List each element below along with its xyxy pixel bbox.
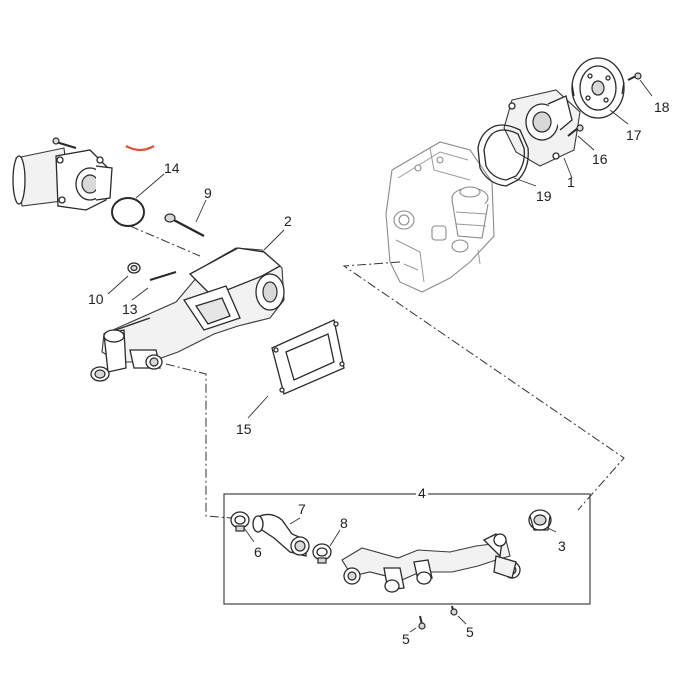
route-line-thermostat bbox=[129, 225, 201, 257]
housing-bolt bbox=[164, 213, 205, 238]
callout-4: 4 bbox=[416, 485, 428, 501]
leader-13 bbox=[131, 287, 149, 301]
hose-connector-3 bbox=[528, 509, 552, 531]
route-line-engine-to-kit bbox=[342, 261, 625, 511]
callout-13: 13 bbox=[122, 301, 138, 317]
callout-8: 8 bbox=[340, 515, 348, 531]
fastener-5-right bbox=[450, 605, 458, 616]
water-pump bbox=[503, 89, 581, 167]
leader-19 bbox=[513, 177, 537, 187]
leader-1 bbox=[563, 157, 573, 179]
callout-2: 2 bbox=[284, 213, 292, 229]
accent-arc-mark bbox=[125, 145, 155, 152]
leader-5a bbox=[409, 627, 417, 633]
hose-clamp-8 bbox=[312, 543, 332, 564]
leader-15 bbox=[247, 395, 269, 419]
coolant-outlet-housing bbox=[101, 247, 285, 363]
pulley-bolt bbox=[627, 72, 642, 81]
water-pump-gasket bbox=[477, 124, 529, 187]
callout-6: 6 bbox=[254, 544, 262, 560]
thermostat-seal bbox=[111, 197, 145, 227]
route-line-housing-to-kit bbox=[165, 363, 233, 519]
engine-block bbox=[385, 141, 495, 293]
callout-5-right: 5 bbox=[466, 624, 474, 640]
leader-16 bbox=[577, 135, 595, 151]
leader-14 bbox=[135, 173, 165, 199]
callout-1: 1 bbox=[567, 174, 575, 190]
hose-kit-frame bbox=[223, 493, 591, 605]
outlet-pipe-left bbox=[90, 329, 127, 382]
leader-7 bbox=[289, 517, 301, 525]
callout-17: 17 bbox=[626, 127, 642, 143]
pump-bolt bbox=[567, 124, 584, 137]
callout-10: 10 bbox=[88, 291, 104, 307]
leader-10 bbox=[107, 275, 129, 295]
callout-9: 9 bbox=[204, 185, 212, 201]
callout-14: 14 bbox=[164, 160, 180, 176]
outlet-pipe-right bbox=[129, 349, 163, 370]
callout-16: 16 bbox=[592, 151, 608, 167]
hose-7 bbox=[252, 513, 310, 557]
coolant-pipe-assembly bbox=[341, 533, 521, 593]
callout-7: 7 bbox=[298, 501, 306, 517]
thermostat-housing bbox=[12, 147, 113, 211]
callout-15: 15 bbox=[236, 421, 252, 437]
pump-pulley bbox=[571, 57, 625, 119]
callout-18: 18 bbox=[654, 99, 670, 115]
housing-gasket bbox=[271, 319, 345, 395]
leader-9 bbox=[195, 199, 207, 223]
leader-8 bbox=[329, 529, 341, 547]
leader-2 bbox=[263, 229, 285, 251]
leader-17 bbox=[609, 109, 629, 125]
hose-clamp-6 bbox=[230, 511, 250, 532]
leader-6 bbox=[243, 527, 255, 543]
callout-5-left: 5 bbox=[402, 631, 410, 647]
housing-stud bbox=[127, 262, 177, 281]
leader-3 bbox=[547, 527, 557, 533]
leader-18 bbox=[639, 79, 653, 97]
leader-5b bbox=[457, 615, 467, 625]
thermostat-bolt bbox=[52, 137, 77, 150]
fastener-5-left bbox=[418, 615, 426, 630]
callout-19: 19 bbox=[536, 188, 552, 204]
callout-3: 3 bbox=[558, 538, 566, 554]
